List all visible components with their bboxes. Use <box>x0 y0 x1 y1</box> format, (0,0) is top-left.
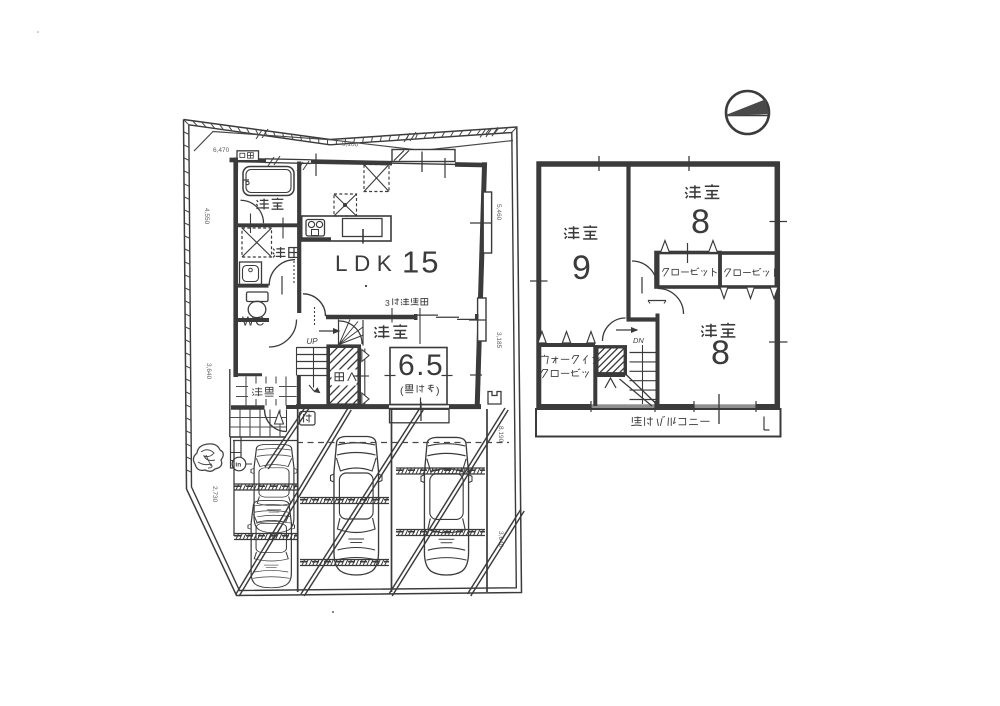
svg-text:9: 9 <box>572 249 591 287</box>
svg-text:8: 8 <box>711 334 730 372</box>
svg-text:15: 15 <box>402 245 440 280</box>
svg-text:): ) <box>436 385 440 397</box>
svg-text:9,100: 9,100 <box>342 141 359 149</box>
svg-text:DN: DN <box>633 336 644 345</box>
svg-text:8,190: 8,190 <box>497 426 504 443</box>
svg-text:6,470: 6,470 <box>213 147 230 154</box>
svg-text:3,640: 3,640 <box>205 363 212 380</box>
svg-text:3,185: 3,185 <box>495 332 502 349</box>
svg-text:4,550: 4,550 <box>203 208 210 225</box>
svg-text:3,640: 3,640 <box>497 531 504 548</box>
svg-text:in: in <box>235 462 241 469</box>
svg-text:2,730: 2,730 <box>211 486 218 503</box>
svg-text:WC: WC <box>242 315 266 329</box>
svg-text:UP: UP <box>307 337 319 346</box>
svg-text:8: 8 <box>691 203 710 241</box>
svg-text:(: ( <box>400 385 404 397</box>
svg-text:3: 3 <box>385 298 390 308</box>
svg-text:5,460: 5,460 <box>495 204 502 221</box>
svg-text:6.5: 6.5 <box>398 349 444 382</box>
svg-text:LDK: LDK <box>335 251 398 276</box>
